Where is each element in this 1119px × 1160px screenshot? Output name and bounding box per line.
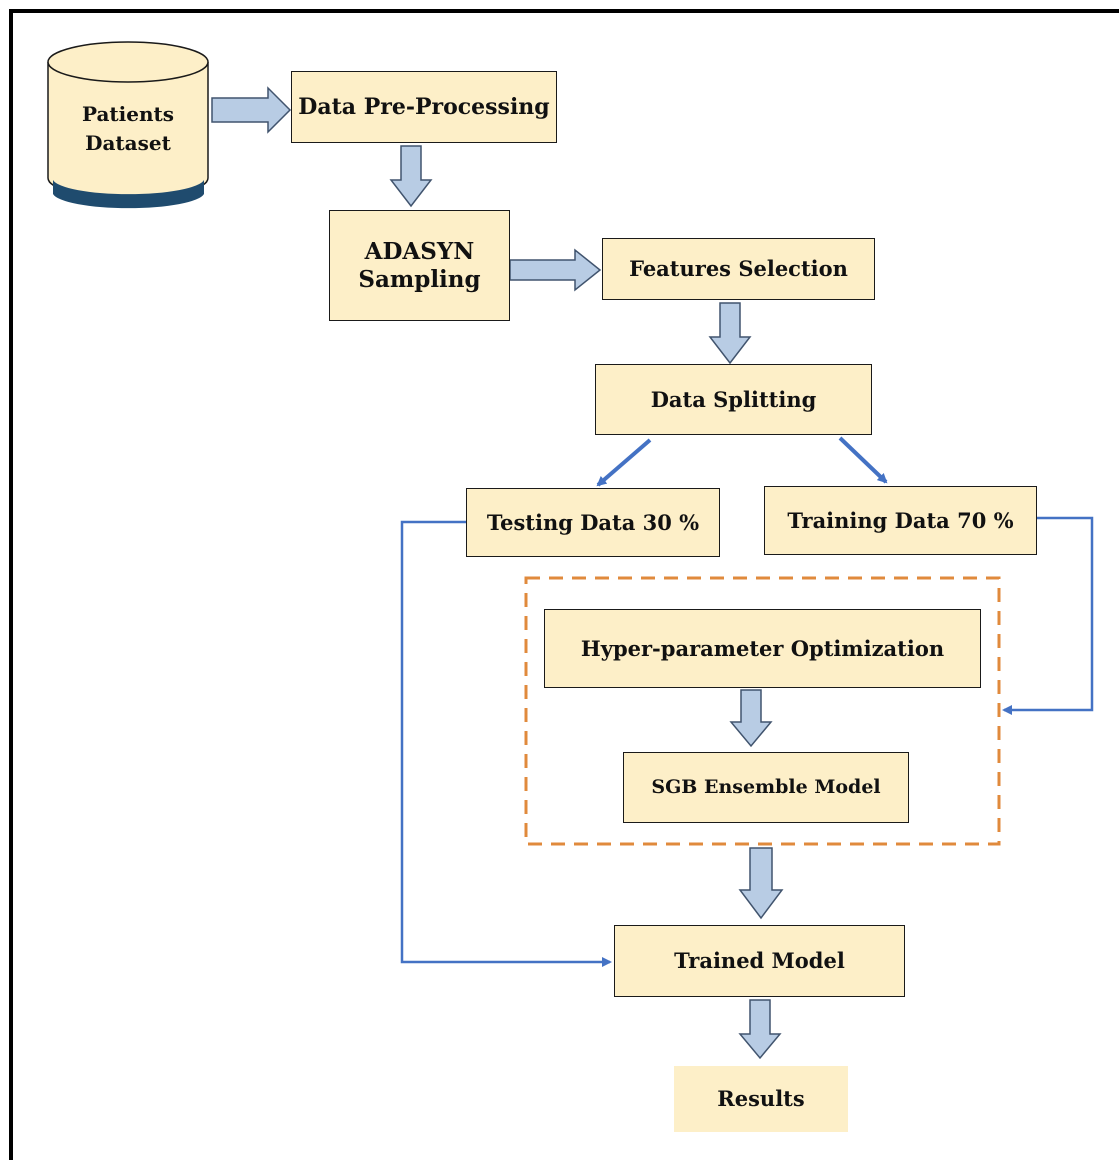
data-preprocessing-label: Data Pre-Processing bbox=[298, 93, 550, 120]
data-splitting-label: Data Splitting bbox=[650, 386, 817, 412]
patients-dataset-cylinder bbox=[47, 41, 209, 209]
arrow-dataset-to-preprocessing bbox=[211, 86, 292, 134]
arrow-splitting-to-training bbox=[838, 436, 888, 484]
testing-data-box: Testing Data 30 % bbox=[466, 488, 720, 557]
training-data-box: Training Data 70 % bbox=[764, 486, 1037, 555]
results-box: Results bbox=[674, 1066, 848, 1132]
sgb-ensemble-model-label: SGB Ensemble Model bbox=[651, 776, 881, 799]
data-preprocessing-box: Data Pre-Processing bbox=[291, 71, 557, 143]
results-label: Results bbox=[717, 1086, 805, 1112]
adasyn-sampling-box: ADASYN Sampling bbox=[329, 210, 510, 321]
dataset-label-line1: Patients bbox=[81, 102, 175, 126]
features-selection-label: Features Selection bbox=[629, 256, 848, 282]
data-splitting-box: Data Splitting bbox=[595, 364, 872, 435]
sgb-ensemble-model-box: SGB Ensemble Model bbox=[623, 752, 909, 823]
arrow-adasyn-to-features bbox=[509, 248, 602, 292]
training-data-label: Training Data 70 % bbox=[787, 507, 1014, 533]
trained-model-label: Trained Model bbox=[674, 948, 845, 974]
model-optimization-group bbox=[524, 576, 1001, 846]
arrow-hyperparam-to-sgb bbox=[729, 689, 773, 748]
hyperparameter-optimization-label: Hyper-parameter Optimization bbox=[580, 635, 945, 661]
patients-dataset-label: Patients Dataset bbox=[48, 100, 208, 158]
hyperparameter-optimization-box: Hyper-parameter Optimization bbox=[544, 609, 981, 688]
adasyn-label-line2: Sampling bbox=[358, 265, 481, 293]
diagram-frame bbox=[9, 9, 1119, 1160]
arrow-trained-to-results bbox=[738, 999, 782, 1060]
testing-data-label: Testing Data 30 % bbox=[486, 509, 700, 535]
adasyn-label-line1: ADASYN bbox=[364, 237, 475, 265]
arrow-features-to-splitting bbox=[708, 302, 752, 365]
arrow-splitting-to-testing bbox=[596, 438, 652, 487]
connector-testing-to-trained bbox=[400, 520, 612, 967]
arrow-preprocessing-to-adasyn bbox=[389, 145, 433, 208]
arrow-group-to-trained bbox=[738, 847, 784, 920]
connector-training-to-optimization-group bbox=[1002, 516, 1094, 715]
dataset-label-line2: Dataset bbox=[85, 131, 171, 155]
trained-model-box: Trained Model bbox=[614, 925, 905, 997]
features-selection-box: Features Selection bbox=[602, 238, 875, 300]
